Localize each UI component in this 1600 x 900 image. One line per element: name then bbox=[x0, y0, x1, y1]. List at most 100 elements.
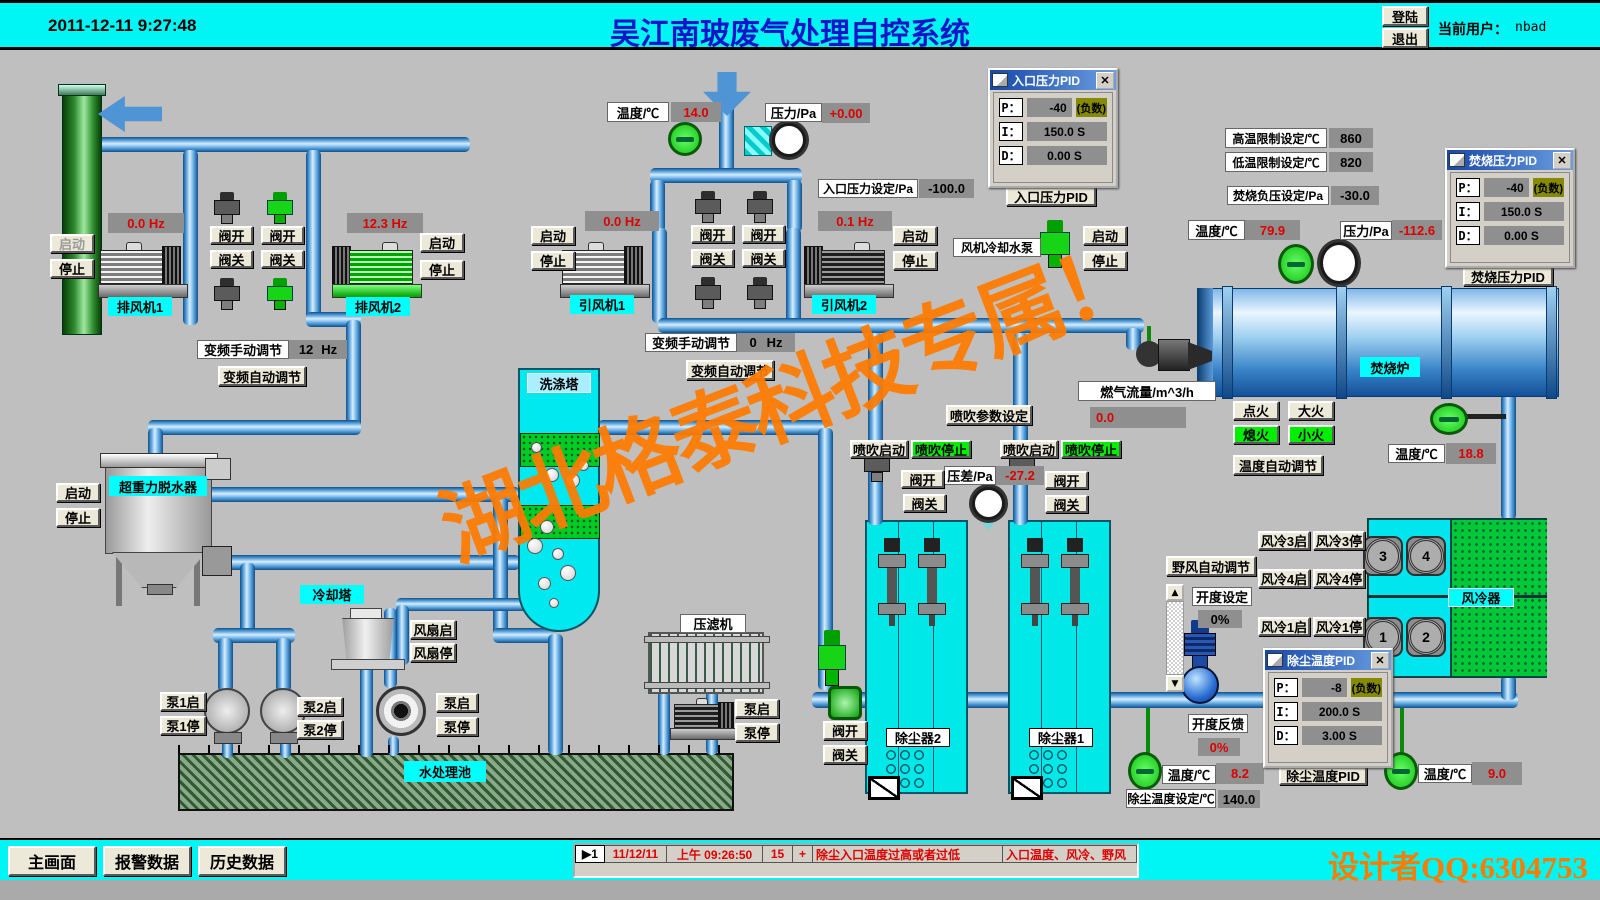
induced-valve1-open-button[interactable]: 阀开 bbox=[691, 225, 734, 243]
aircool3-start-button[interactable]: 风冷3启 bbox=[1258, 531, 1310, 550]
aircool1-stop-button[interactable]: 风冷1停 bbox=[1313, 617, 1365, 636]
window-titlebar[interactable]: 入口压力PID ✕ bbox=[990, 70, 1116, 90]
inlet-pressure-set-value[interactable]: -100.0 bbox=[919, 179, 974, 198]
fan-cooling-pump-stop-button[interactable]: 停止 bbox=[1083, 251, 1127, 270]
alarm-data-button[interactable]: 报警数据 bbox=[103, 846, 191, 876]
spray-valve2-open-button[interactable]: 阀开 bbox=[1045, 471, 1088, 489]
burn-pressure-value: -112.6 bbox=[1392, 220, 1442, 240]
inlet-pressure-pid-window: 入口压力PID ✕ P： -40 (负数) I： 150.0 S D： 0.00… bbox=[988, 68, 1118, 188]
window-titlebar[interactable]: 焚烧压力PID ✕ bbox=[1447, 150, 1573, 170]
blow-stop-button-1[interactable]: 喷吹停止 bbox=[911, 440, 971, 458]
water-pump-1-foot bbox=[214, 732, 242, 744]
p-value[interactable]: -40 bbox=[1027, 98, 1072, 117]
aircool3-stop-button[interactable]: 风冷3停 bbox=[1313, 531, 1365, 550]
dust-valve-open-button[interactable]: 阀开 bbox=[823, 721, 867, 740]
induced-fan2-stop-button[interactable]: 停止 bbox=[893, 251, 937, 270]
tower-fan-stop-button[interactable]: 风扇停 bbox=[410, 643, 456, 662]
alarm-ticker[interactable]: ▶1 11/12/11 上午 09:26:50 15 + 除尘入口温度过高或者过… bbox=[573, 843, 1139, 878]
exhaust-vfd-auto-button[interactable]: 变频自动调节 bbox=[218, 366, 306, 386]
dehydrator-stop-button[interactable]: 停止 bbox=[56, 508, 100, 527]
i-value[interactable]: 200.0 S bbox=[1302, 702, 1382, 721]
aircool1-start-button[interactable]: 风冷1启 bbox=[1258, 617, 1310, 636]
i-value[interactable]: 150.0 S bbox=[1027, 122, 1107, 141]
window-titlebar[interactable]: 除尘温度PID ✕ bbox=[1265, 650, 1391, 670]
opening-set-value[interactable]: 0% bbox=[1198, 610, 1242, 628]
high-temp-limit-value[interactable]: 860 bbox=[1329, 128, 1373, 148]
induced-vfd-auto-button[interactable]: 变频自动调节 bbox=[686, 360, 774, 380]
cooler-outlet-temp-value: 9.0 bbox=[1472, 762, 1522, 785]
temp-auto-adjust-button[interactable]: 温度自动调节 bbox=[1233, 455, 1323, 475]
p-value[interactable]: -40 bbox=[1484, 178, 1529, 197]
inlet-pressure-pid-button[interactable]: 入口压力PID bbox=[1006, 186, 1096, 206]
exhaust-valve2-open-button[interactable]: 阀开 bbox=[261, 226, 304, 244]
extinguish-button[interactable]: 熄火 bbox=[1233, 425, 1279, 444]
low-temp-limit-value[interactable]: 820 bbox=[1329, 152, 1373, 172]
blow-stop-button-2[interactable]: 喷吹停止 bbox=[1061, 440, 1121, 458]
alarm-date: 11/12/11 bbox=[605, 845, 667, 863]
exhaust-fan2-stop-button[interactable]: 停止 bbox=[420, 260, 464, 279]
exhaust-fan1-start-button[interactable]: 启动 bbox=[50, 234, 94, 253]
aircool4-start-button[interactable]: 风冷4启 bbox=[1258, 569, 1310, 588]
spray-valve1-close-button[interactable]: 阀关 bbox=[903, 494, 946, 512]
circ-pump-start-button[interactable]: 泵启 bbox=[436, 693, 478, 712]
pipe bbox=[240, 563, 255, 633]
induced-fan2-start-button[interactable]: 启动 bbox=[893, 226, 937, 245]
induced-valve2-close-button[interactable]: 阀关 bbox=[742, 249, 785, 267]
fan-cooling-pump-start-button[interactable]: 启动 bbox=[1083, 226, 1127, 245]
burn-pressure-pid-button[interactable]: 焚烧压力PID bbox=[1463, 266, 1553, 286]
pump1-stop-button[interactable]: 泵1停 bbox=[160, 716, 206, 735]
small-fire-button[interactable]: 小火 bbox=[1288, 425, 1334, 444]
spray-valve1-open-button[interactable]: 阀开 bbox=[901, 470, 944, 488]
ignite-button[interactable]: 点火 bbox=[1233, 401, 1279, 420]
pipe bbox=[148, 428, 163, 460]
burn-negpress-set-value[interactable]: -30.0 bbox=[1331, 186, 1379, 205]
tower-fan-start-button[interactable]: 风扇启 bbox=[410, 620, 456, 639]
close-icon[interactable]: ✕ bbox=[1371, 651, 1389, 669]
i-value[interactable]: 150.0 S bbox=[1484, 202, 1564, 221]
exhaust-fan1-stop-button[interactable]: 停止 bbox=[50, 259, 94, 278]
induced-fan2-motor bbox=[802, 240, 894, 298]
induced-fan1-start-button[interactable]: 启动 bbox=[531, 226, 575, 245]
press-pump-stop-button[interactable]: 泵停 bbox=[735, 723, 779, 742]
blow-start-button-2[interactable]: 喷吹启动 bbox=[1000, 440, 1058, 458]
login-button[interactable]: 登陆 bbox=[1382, 6, 1428, 26]
wild-wind-auto-button[interactable]: 野风自动调节 bbox=[1166, 556, 1256, 576]
exhaust-valve2-close-button[interactable]: 阀关 bbox=[261, 250, 304, 268]
scrollbar-track[interactable] bbox=[1166, 601, 1184, 675]
blow-start-button-1[interactable]: 喷吹启动 bbox=[850, 440, 908, 458]
d-value[interactable]: 0.00 S bbox=[1027, 146, 1107, 165]
induced-valve2-open-button[interactable]: 阀开 bbox=[742, 225, 785, 243]
pump2-start-button[interactable]: 泵2启 bbox=[297, 697, 343, 716]
dust-temp-set-value[interactable]: 140.0 bbox=[1218, 790, 1260, 808]
aircool4-stop-button[interactable]: 风冷4停 bbox=[1313, 569, 1365, 588]
main-screen-button[interactable]: 主画面 bbox=[8, 846, 96, 876]
current-user-value: nbad bbox=[1515, 20, 1547, 35]
blow-params-button[interactable]: 喷吹参数设定 bbox=[946, 405, 1032, 425]
dust-temp-pid-button[interactable]: 除尘温度PID bbox=[1279, 765, 1367, 785]
dust-valve-close-button[interactable]: 阀关 bbox=[823, 745, 867, 764]
induced-valve1-close-button[interactable]: 阀关 bbox=[691, 249, 734, 267]
exhaust-fan2-start-button[interactable]: 启动 bbox=[420, 233, 464, 252]
big-fire-button[interactable]: 大火 bbox=[1288, 401, 1334, 420]
scroll-down-icon[interactable]: ▼ bbox=[1166, 675, 1184, 692]
close-icon[interactable]: ✕ bbox=[1553, 151, 1571, 169]
dehydrator-start-button[interactable]: 启动 bbox=[56, 483, 100, 502]
pump2-stop-button[interactable]: 泵2停 bbox=[297, 720, 343, 739]
alarm-flag: + bbox=[793, 845, 813, 863]
history-data-button[interactable]: 历史数据 bbox=[198, 846, 286, 876]
close-icon[interactable]: ✕ bbox=[1096, 71, 1114, 89]
p-value[interactable]: -8 bbox=[1302, 678, 1347, 697]
exhaust-valve1-open-button[interactable]: 阀开 bbox=[210, 226, 253, 244]
press-pump-start-button[interactable]: 泵启 bbox=[735, 699, 779, 718]
scroll-up-icon[interactable]: ▲ bbox=[1166, 584, 1184, 601]
pump1-start-button[interactable]: 泵1启 bbox=[160, 692, 206, 711]
circ-pump-stop-button[interactable]: 泵停 bbox=[436, 717, 478, 736]
spray-valve2-close-button[interactable]: 阀关 bbox=[1045, 495, 1088, 513]
d-value[interactable]: 3.00 S bbox=[1302, 726, 1382, 745]
logout-button[interactable]: 退出 bbox=[1382, 28, 1428, 48]
exhaust-valve1-close-button[interactable]: 阀关 bbox=[210, 250, 253, 268]
d-value[interactable]: 0.00 S bbox=[1484, 226, 1564, 245]
induced-fan1-stop-button[interactable]: 停止 bbox=[531, 251, 575, 270]
